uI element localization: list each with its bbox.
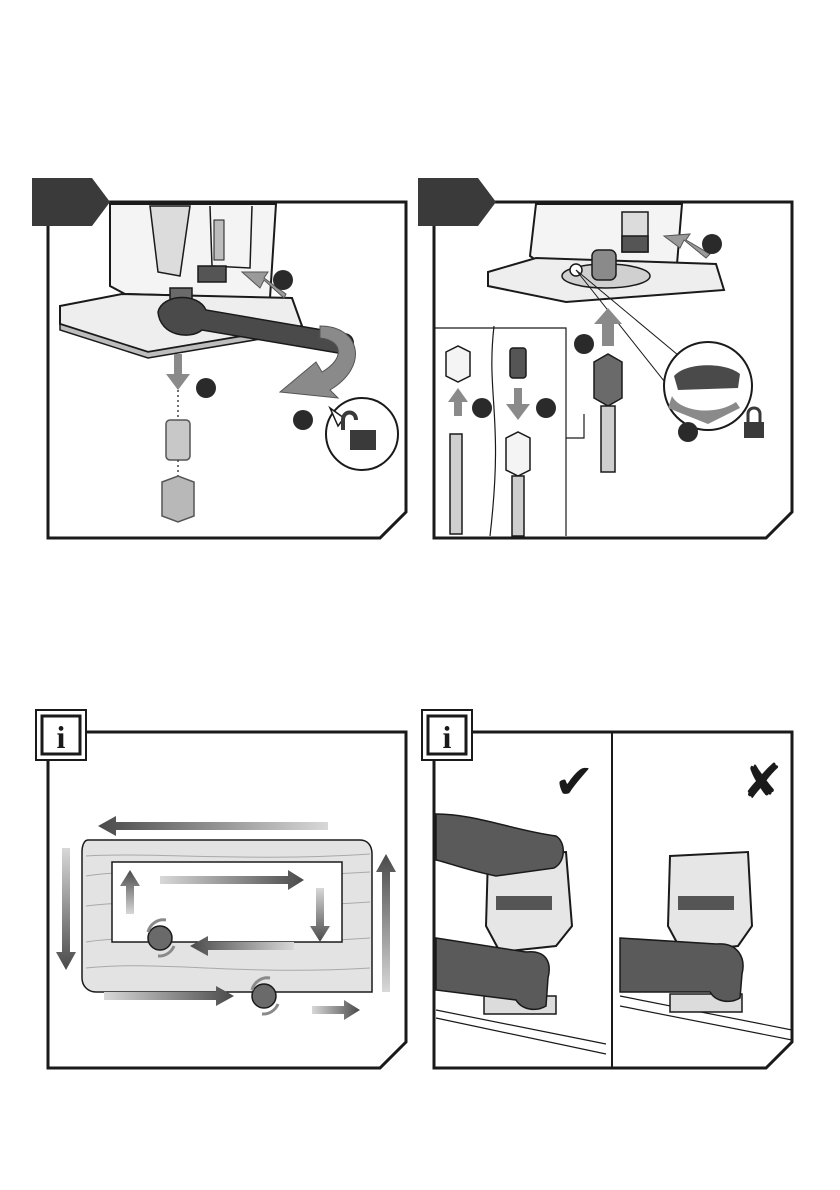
check-mark-icon: ✔ [554, 754, 594, 810]
hand-top-left [436, 814, 563, 876]
callout-2 [196, 378, 216, 398]
info-letter: i [57, 719, 66, 755]
hand-bottom-right [620, 938, 743, 1001]
inner-cutout [112, 862, 342, 942]
callout-1 [273, 270, 293, 290]
cutter-inner-icon [148, 926, 172, 950]
figure-remove-bit-drawing [30, 176, 412, 544]
figure-correct-grip-drawing: i ✔ ✘ [416, 706, 798, 1074]
figure-remove-bit [30, 176, 412, 544]
unlock-padlock-icon [350, 430, 376, 450]
info-letter: i [443, 719, 452, 755]
down-arrow-icon [166, 354, 190, 390]
callout-2 [472, 398, 492, 418]
arrow-outer-bottom-right [312, 1000, 360, 1020]
callout-3 [293, 410, 313, 430]
spindle-lock-lever [622, 236, 648, 252]
callout-1 [702, 234, 722, 254]
figure-routing-direction-drawing: i [30, 706, 412, 1074]
arrow-outer-right [376, 854, 396, 992]
step-tab [32, 178, 110, 226]
callout-3 [536, 398, 556, 418]
spindle-lock-lever [198, 266, 226, 282]
nut [162, 476, 194, 522]
arrow-outer-top [98, 816, 328, 836]
arrow-outer-left [56, 848, 76, 970]
figure-routing-direction: i [30, 706, 412, 1074]
figure-insert-bit [416, 176, 798, 544]
collet [166, 420, 190, 460]
callout-5 [678, 422, 698, 442]
figure-correct-grip: i ✔ ✘ [416, 706, 798, 1074]
callout-4 [574, 334, 594, 354]
figure-insert-bit-drawing [416, 176, 798, 544]
router-bit [450, 434, 462, 534]
lock-padlock-icon [744, 422, 764, 438]
cutter-outer-icon [252, 984, 276, 1008]
step-tab [418, 178, 496, 226]
x-mark-icon: ✘ [742, 754, 782, 810]
